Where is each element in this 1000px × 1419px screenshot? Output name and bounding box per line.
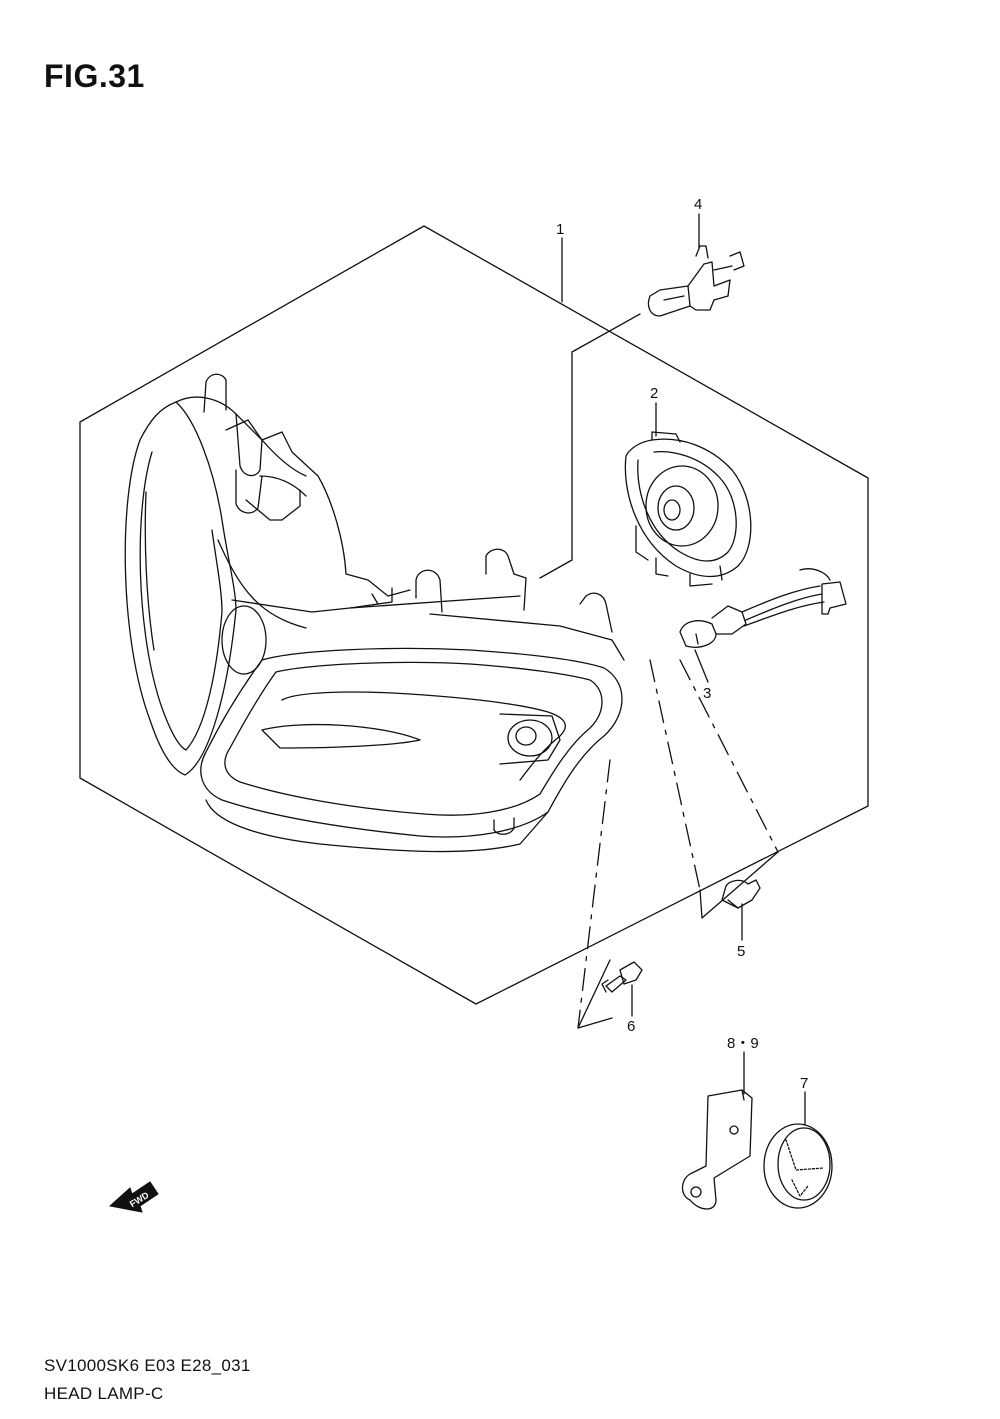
halogen-bulb [647,245,745,317]
screw [601,961,643,993]
explode-line [649,659,701,891]
callout-5: 5 [737,943,745,960]
headlamp-assembly [124,373,625,853]
callout-1: 1 [556,221,564,238]
lamp-socket-wiring [679,568,847,648]
callout-4: 4 [694,196,702,213]
callout-3: 3 [703,685,711,702]
callout-2: 2 [650,385,658,402]
bracket [681,1089,753,1210]
leader-line-1b [539,313,641,579]
bracket-line [577,959,613,1029]
model-code: SV1000SK6 E03 E28_031 [44,1356,251,1375]
leader-line-3 [694,649,709,683]
bracket-line [699,851,779,919]
callout-8-9: 8・9 [727,1035,759,1052]
assembly-boundary [79,225,869,1005]
section-name: HEAD LAMP-C [44,1384,164,1403]
callout-6: 6 [627,1018,635,1035]
wedge-bulb [721,879,761,909]
explode-line [679,659,779,853]
socket-cover [624,431,752,587]
fwd-arrow-icon: FWD [108,1181,159,1213]
figure-title: FIG.31 [44,58,145,94]
callout-7: 7 [800,1075,808,1092]
explode-line [577,759,611,1029]
cap [763,1123,833,1209]
